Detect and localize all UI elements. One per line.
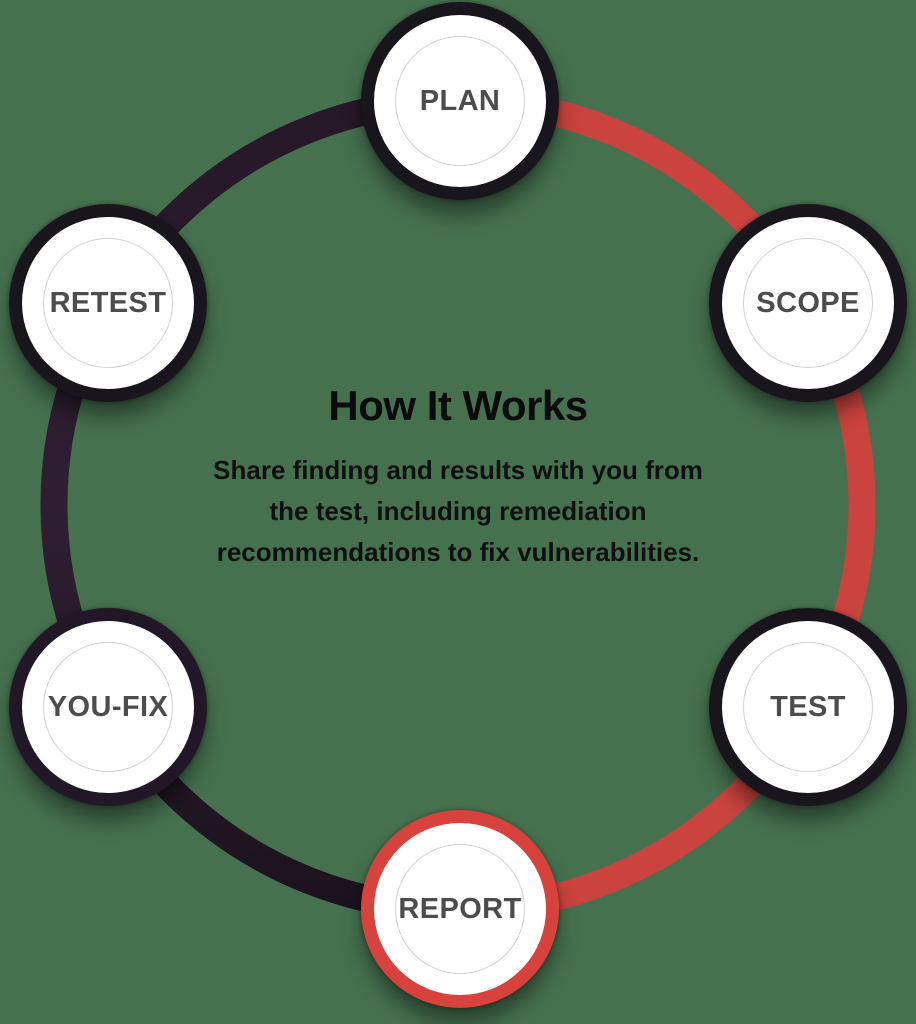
diagram-title: How It Works	[328, 382, 588, 429]
node-plan-label: PLAN	[419, 84, 501, 117]
ring-arc-dark	[40, 87, 459, 923]
node-retest: RETEST	[9, 204, 207, 402]
node-test: TEST	[709, 608, 907, 806]
node-report-label: REPORT	[398, 892, 522, 925]
node-retest-label: RETEST	[49, 286, 167, 319]
node-you-fix-label: YOU-FIX	[47, 690, 169, 723]
diagram-description: Share finding and results with you from …	[213, 455, 703, 567]
center-text-block: How It Works Share finding and results w…	[0, 382, 916, 573]
ring-arc-red	[457, 87, 876, 923]
node-plan: PLAN	[361, 2, 559, 200]
node-you-fix: YOU-FIX	[9, 608, 207, 806]
node-scope: SCOPE	[709, 204, 907, 402]
node-scope-label: SCOPE	[756, 286, 860, 319]
node-report: REPORT	[361, 810, 559, 1008]
node-test-label: TEST	[770, 690, 846, 723]
